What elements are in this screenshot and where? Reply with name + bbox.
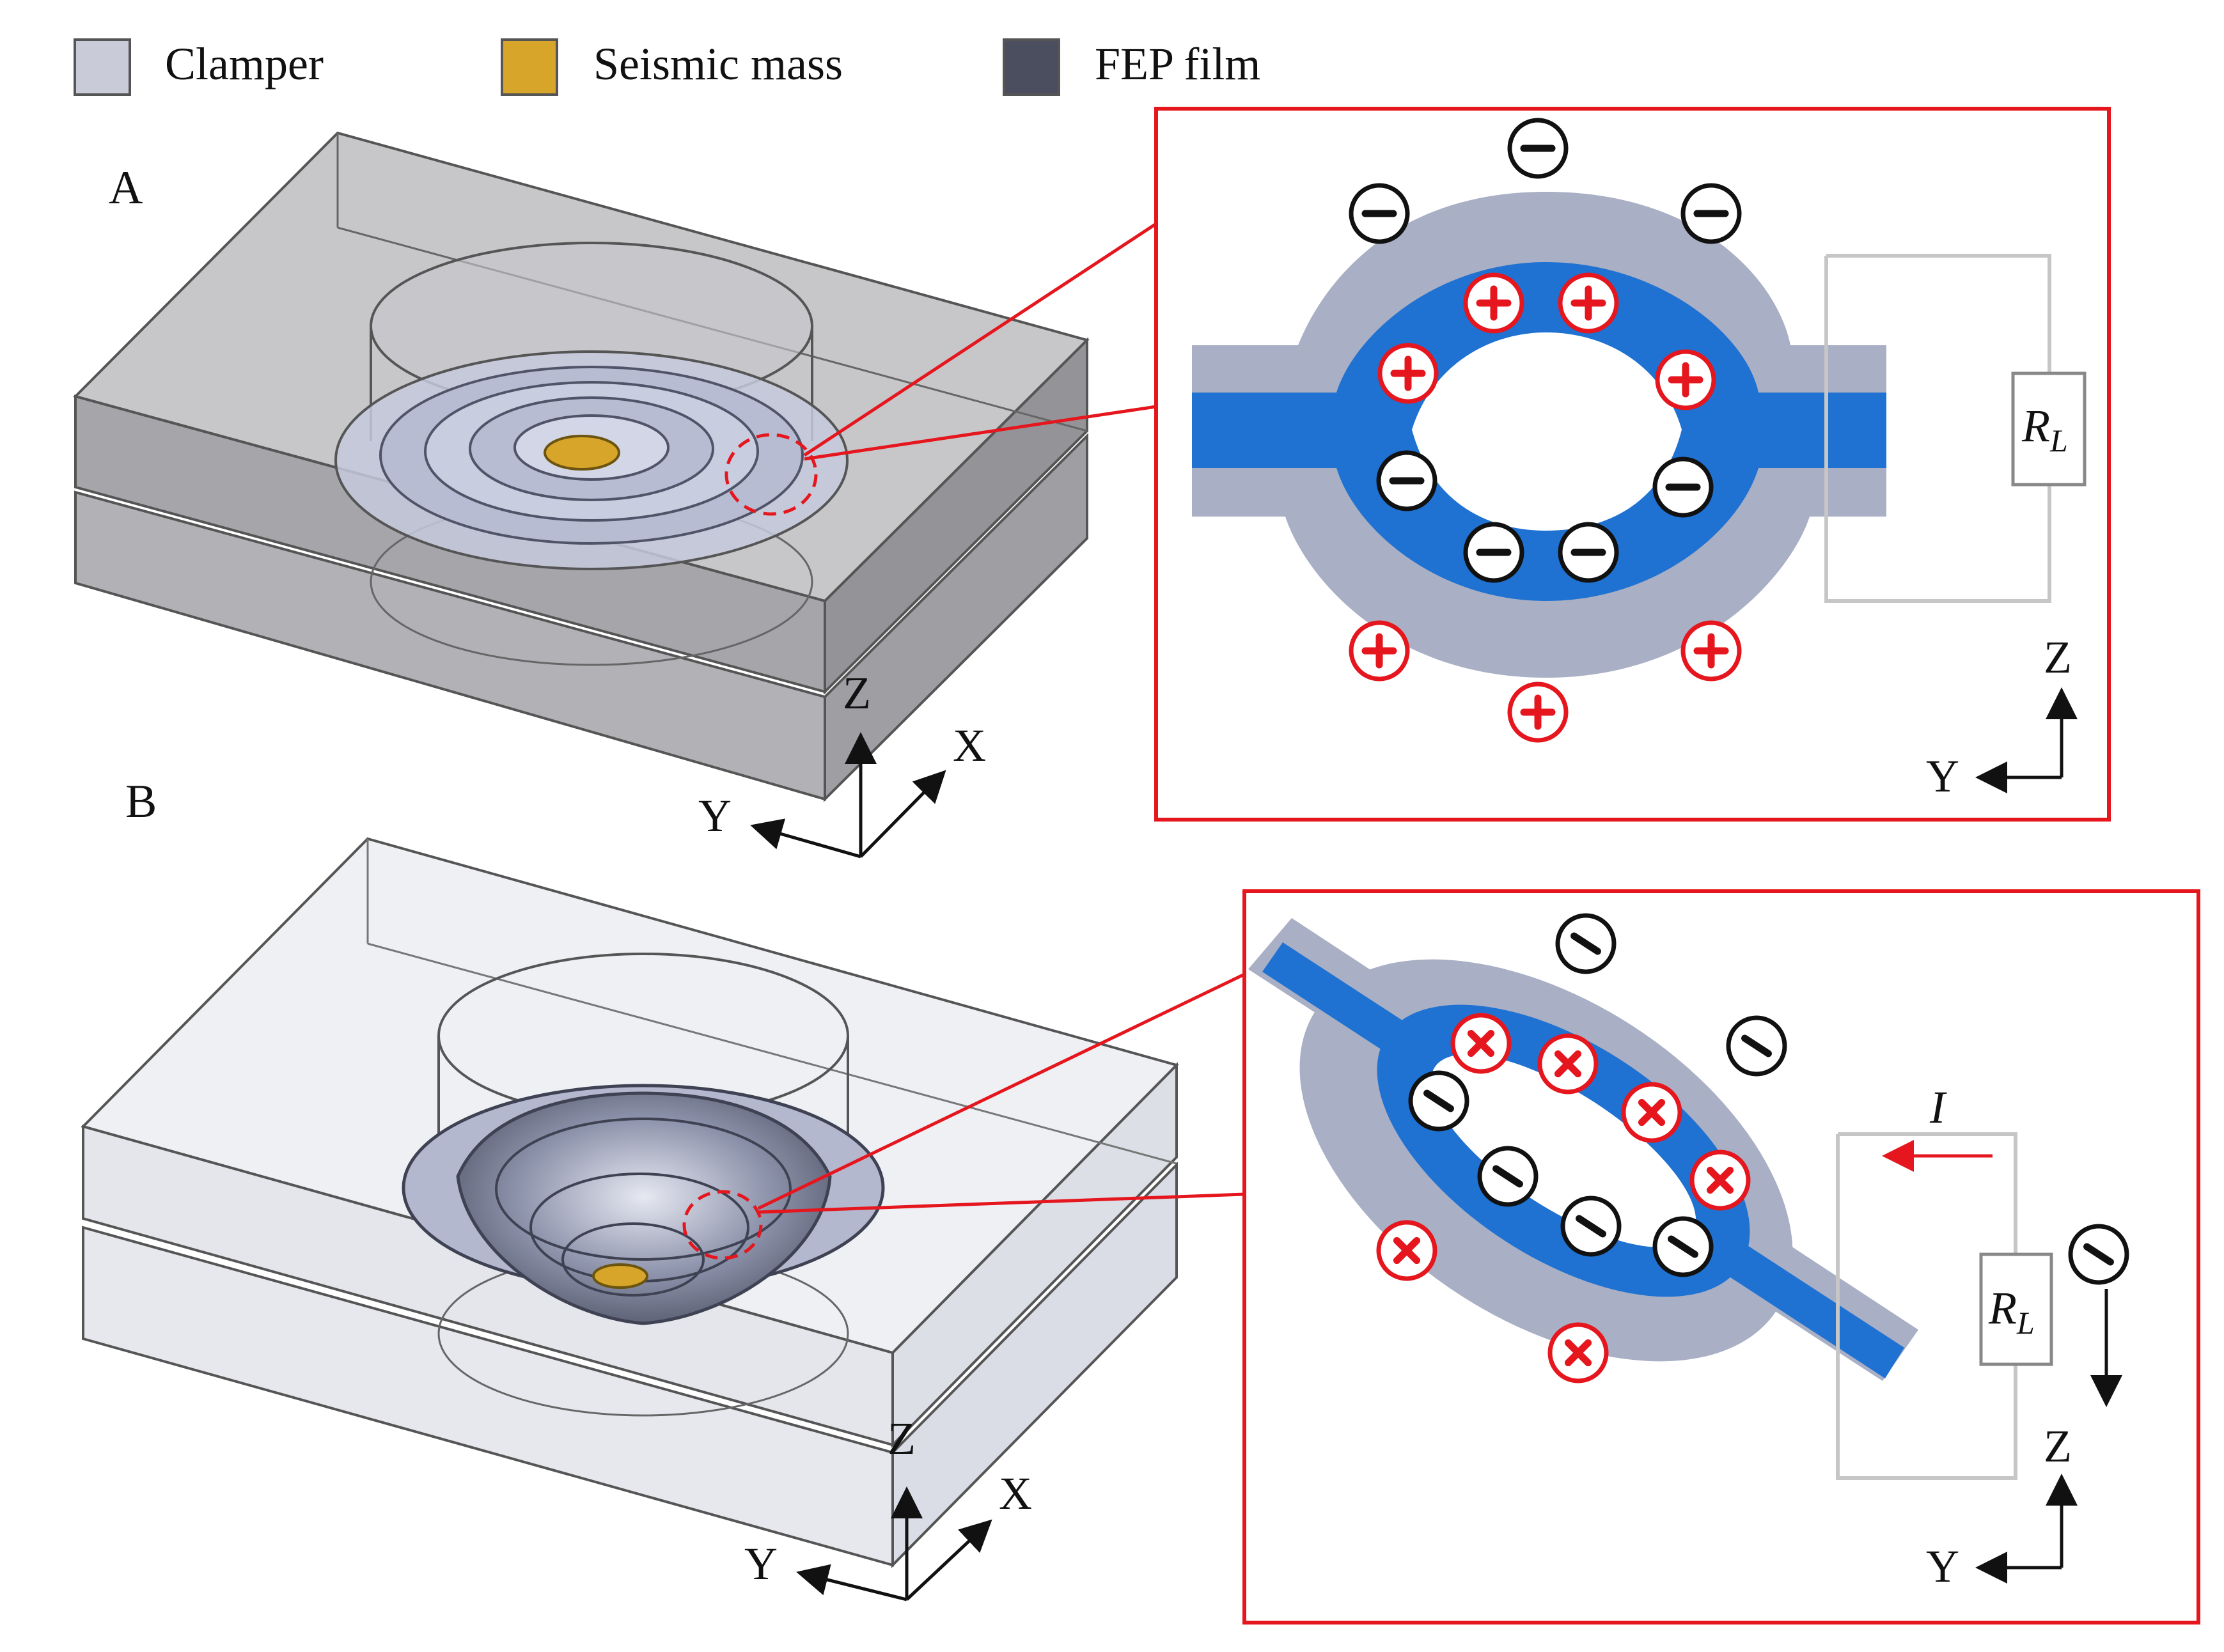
negative-charge-b-0 — [1555, 913, 1617, 974]
legend-label-fep-film: FEP film — [1095, 38, 1260, 90]
positive-charge-a-12 — [1680, 620, 1742, 682]
panel-b-dish-ring-1 — [495, 1118, 792, 1261]
panel-a-z-label: Z — [843, 667, 871, 719]
panel-a-load-resistor — [2011, 371, 2087, 487]
panel-a-zoom: RL Z Y — [1154, 107, 2111, 822]
panel-a-bottom-slab-side — [824, 433, 1088, 802]
panel-b-dish-ring-3 — [561, 1222, 705, 1297]
panel-b-bottom-slab-side — [891, 1162, 1178, 1568]
panel-a-y-label: Y — [698, 790, 732, 841]
positive-charge-a-5 — [1377, 343, 1439, 404]
panel-b-axes: Z X Y — [744, 1413, 1032, 1601]
panel-b-zoom-z-label: Z — [2044, 1421, 2072, 1472]
panel-a-charges — [1349, 118, 1742, 743]
panel-a-callout-line-bottom — [804, 405, 1157, 461]
panel-a-circuit-wire — [1824, 254, 2051, 603]
panel-a-load-label: RL — [2021, 400, 2068, 458]
negative-charge-a-1 — [1507, 118, 1569, 179]
panel-b-y-label: Y — [744, 1538, 778, 1589]
panel-b-seismic-mass — [592, 1263, 648, 1289]
legend: Clamper Seismic mass FEP film — [74, 38, 1260, 96]
panel-b-callout-circle — [682, 1190, 763, 1260]
panel-a-x-axis — [859, 770, 946, 858]
positive-charge-a-13 — [1507, 682, 1569, 743]
negative-charge-a-2 — [1680, 183, 1742, 244]
panel-a-y-axis — [750, 818, 861, 859]
panel-b-load-label: RL — [1988, 1282, 2035, 1341]
negative-charge-b-7 — [1477, 1146, 1539, 1207]
positive-charge-b-10 — [1376, 1220, 1437, 1281]
negative-charge-b-12 — [2068, 1224, 2129, 1285]
panel-b-top-slab-side — [891, 1062, 1178, 1448]
panel-a-zoom-frame — [1154, 107, 2111, 822]
panel-b-zoom-frame — [1242, 889, 2200, 1625]
positive-charge-b-11 — [1547, 1322, 1609, 1383]
legend-label-clamper: Clamper — [165, 38, 324, 90]
panel-b-zoom-y-label: Y — [1926, 1541, 1959, 1592]
panel-a-void — [1412, 332, 1682, 531]
positive-charge-a-4 — [1558, 272, 1619, 334]
legend-item-seismic-mass: Seismic mass — [501, 38, 843, 96]
positive-charge-b-3 — [1537, 1033, 1599, 1095]
negative-charge-b-6 — [1408, 1070, 1469, 1132]
panel-b-circuit-wire — [1836, 1132, 2017, 1480]
panel-a-zoom-y-label: Y — [1926, 751, 1959, 802]
legend-item-fep-film: FEP film — [1003, 38, 1260, 96]
panel-b-zoom: RL I Z Y — [1242, 889, 2200, 1625]
negative-charge-b-9 — [1652, 1216, 1714, 1277]
positive-charge-b-5 — [1689, 1149, 1751, 1211]
panel-b-dish — [456, 1091, 832, 1325]
panel-b-callout-line-bottom — [758, 1192, 1245, 1214]
positive-charge-b-2 — [1450, 1013, 1512, 1074]
negative-charge-b-8 — [1560, 1196, 1622, 1257]
positive-charge-a-11 — [1349, 620, 1410, 682]
negative-charge-a-7 — [1376, 450, 1437, 511]
panel-b-model: B Z X Y — [81, 775, 1179, 1601]
legend-swatch-fep-film — [1003, 38, 1060, 96]
negative-charge-a-8 — [1652, 456, 1714, 518]
panel-b-current-label: I — [1929, 1082, 1947, 1133]
positive-charge-a-3 — [1463, 272, 1524, 334]
legend-swatch-seismic-mass — [501, 38, 558, 96]
positive-charge-b-4 — [1621, 1082, 1682, 1143]
positive-charge-a-6 — [1655, 349, 1716, 410]
panel-b-charges — [1376, 913, 2129, 1383]
panel-a-callout-circle — [724, 433, 818, 516]
panel-b-label: B — [125, 775, 157, 828]
panel-a-seismic-mass — [544, 435, 620, 471]
legend-item-clamper: Clamper — [74, 38, 324, 96]
negative-charge-b-1 — [1726, 1015, 1787, 1077]
panel-b-x-label: X — [999, 1468, 1032, 1519]
negative-charge-a-0 — [1349, 183, 1410, 244]
panel-b-y-axis — [796, 1564, 907, 1601]
negative-charge-a-10 — [1558, 522, 1619, 583]
panel-b-load-resistor — [1979, 1252, 2053, 1366]
panel-b-x-axis — [905, 1519, 992, 1601]
panel-b-callout-line-top — [757, 972, 1246, 1210]
panel-a-x-label: X — [953, 720, 986, 771]
legend-label-seismic-mass: Seismic mass — [593, 38, 843, 90]
panel-a-zoom-z-label: Z — [2044, 632, 2072, 683]
legend-swatch-clamper — [74, 38, 131, 96]
panel-a-model: A Z X Y — [73, 131, 1090, 859]
panel-b-inner-edge-2 — [367, 942, 1177, 1165]
panel-a-label: A — [109, 162, 143, 214]
panel-b-void — [1430, 1054, 1696, 1247]
panel-b-z-label: Z — [888, 1413, 916, 1464]
negative-charge-a-9 — [1463, 522, 1524, 583]
panel-a-callout-line-top — [803, 222, 1157, 457]
panel-a-axes: Z X Y — [698, 667, 986, 859]
